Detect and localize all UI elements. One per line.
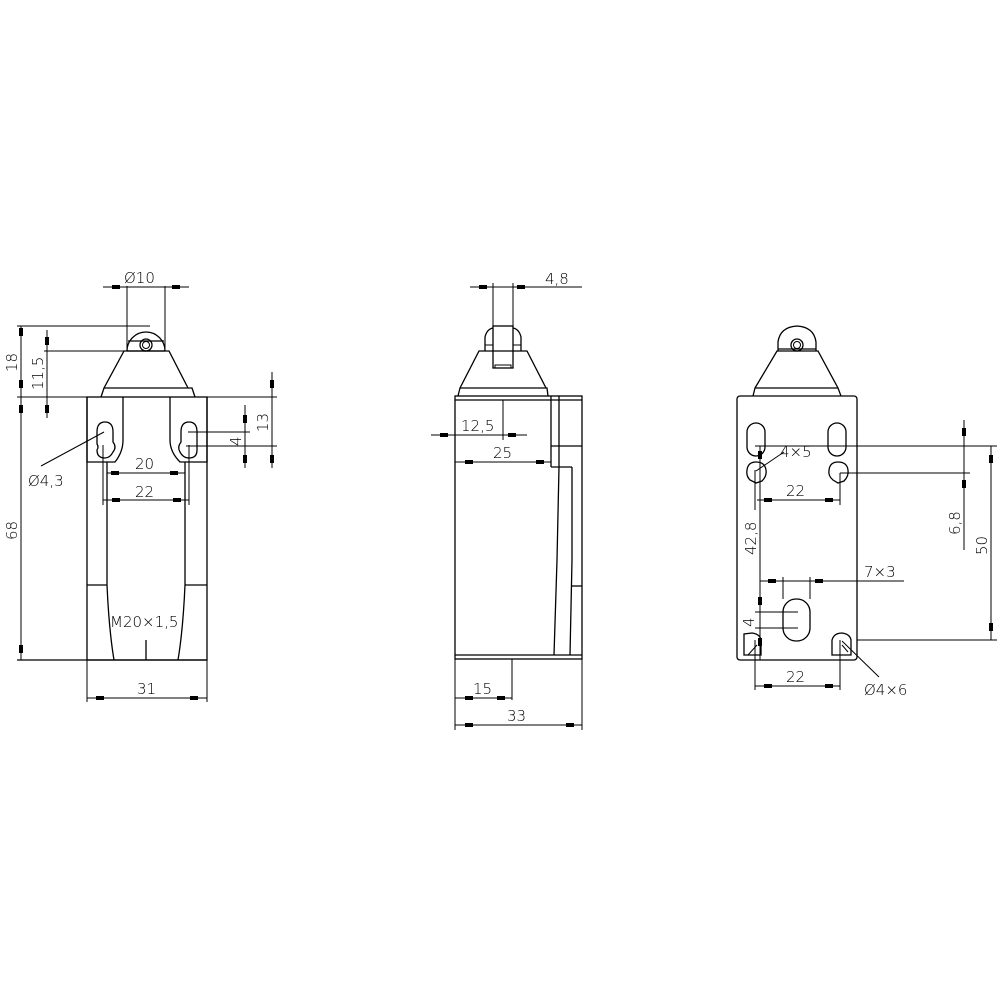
front-roller xyxy=(126,331,166,352)
side-view: 4,8 12,5 25 15 33 xyxy=(431,270,583,730)
dim-slot-13: 13 xyxy=(254,413,272,432)
side-roller xyxy=(492,325,514,369)
back-upper-slot-right xyxy=(827,422,847,457)
back-lower-hole-right xyxy=(831,632,852,656)
front-view: M20×1,5 Ø10 18 11,5 68 13 4 xyxy=(3,269,277,702)
back-view: 6,8 50 4×5 42,8 22 7×3 4 xyxy=(736,325,997,699)
dim-slot-4: 4 xyxy=(227,436,245,446)
dim-body-68: 68 xyxy=(3,521,21,540)
front-keyhole-right xyxy=(178,421,198,459)
dim-upper-slot-4x5: 4×5 xyxy=(780,443,812,461)
dim-distance-42-8: 42,8 xyxy=(742,522,760,555)
back-center-slot xyxy=(782,598,811,642)
dim-roller-diameter: Ø10 xyxy=(124,269,155,287)
dim-actuator-11-5: 11,5 xyxy=(29,357,47,390)
thread-label: M20×1,5 xyxy=(110,613,178,631)
back-hole-right xyxy=(828,461,849,484)
front-keyhole-left xyxy=(96,421,116,459)
dim-center-slot-7x3: 7×3 xyxy=(864,563,896,581)
side-body-outline xyxy=(454,395,583,660)
dim-lower-spacing-22: 22 xyxy=(786,668,805,686)
dim-upper-spacing-22: 22 xyxy=(786,482,805,500)
dim-hole-4-3: Ø4,3 xyxy=(28,472,64,490)
dim-spacing-22: 22 xyxy=(135,483,154,501)
back-body-outline xyxy=(736,395,858,661)
dim-roller-width-4-8: 4,8 xyxy=(545,270,569,288)
back-hole-left xyxy=(746,461,767,484)
dim-depth-25: 25 xyxy=(493,444,512,462)
dim-slot-6-8: 6,8 xyxy=(946,511,964,535)
dim-height-18: 18 xyxy=(3,353,21,372)
back-upper-slot-left xyxy=(746,422,766,457)
dim-slot-small-4: 4 xyxy=(740,617,758,627)
dim-offset-12-5: 12,5 xyxy=(461,417,494,435)
dim-width-31: 31 xyxy=(137,680,156,698)
dim-inner-20: 20 xyxy=(135,455,154,473)
dim-bottom-15: 15 xyxy=(473,680,492,698)
dim-depth-33: 33 xyxy=(507,707,526,725)
dim-lower-hole-4x6: Ø4×6 xyxy=(864,681,907,699)
dim-height-50: 50 xyxy=(973,536,991,555)
